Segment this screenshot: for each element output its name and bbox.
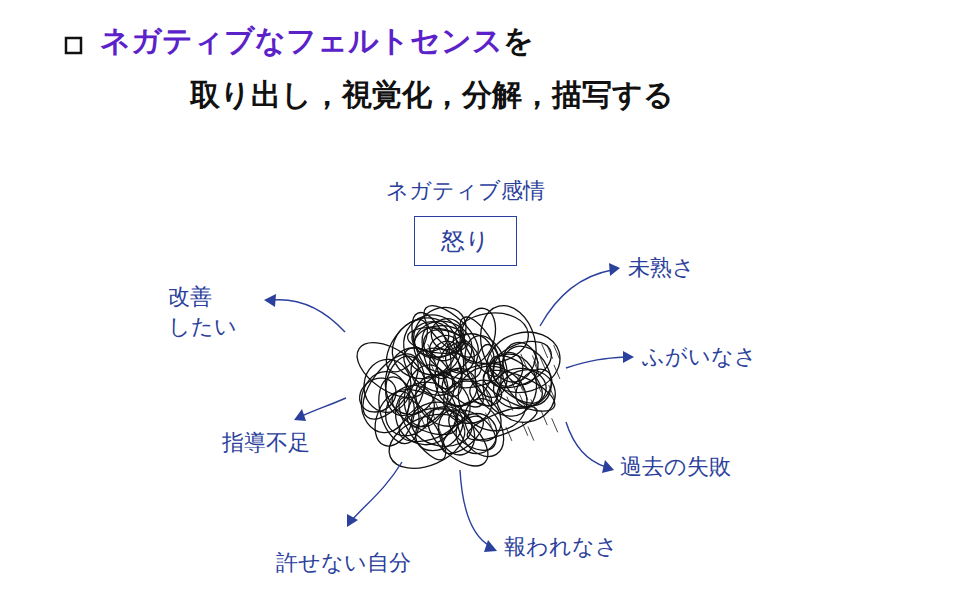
feeling-label: 改善 したい <box>168 282 238 341</box>
leader-lines <box>272 270 626 546</box>
scribble-ball <box>348 297 568 479</box>
arrow-heads <box>264 263 634 552</box>
emotion-label: 怒り <box>414 216 517 266</box>
feeling-label: ふがいなさ <box>642 342 757 372</box>
feeling-label: 過去の失敗 <box>620 452 731 482</box>
title: ネガティブなフェルトセンスを 取り出し，視覚化，分解，描写する <box>100 14 674 122</box>
feeling-label: 報われなさ <box>504 532 618 562</box>
check-box <box>66 38 81 53</box>
box-heading: ネガティブ感情 <box>370 176 560 206</box>
emotion-box: ネガティブ感情怒り <box>370 176 560 266</box>
feeling-label: 許せない自分 <box>276 548 411 578</box>
feeling-label: 未熟さ <box>628 253 695 283</box>
feeling-label: 指導不足 <box>222 428 310 458</box>
